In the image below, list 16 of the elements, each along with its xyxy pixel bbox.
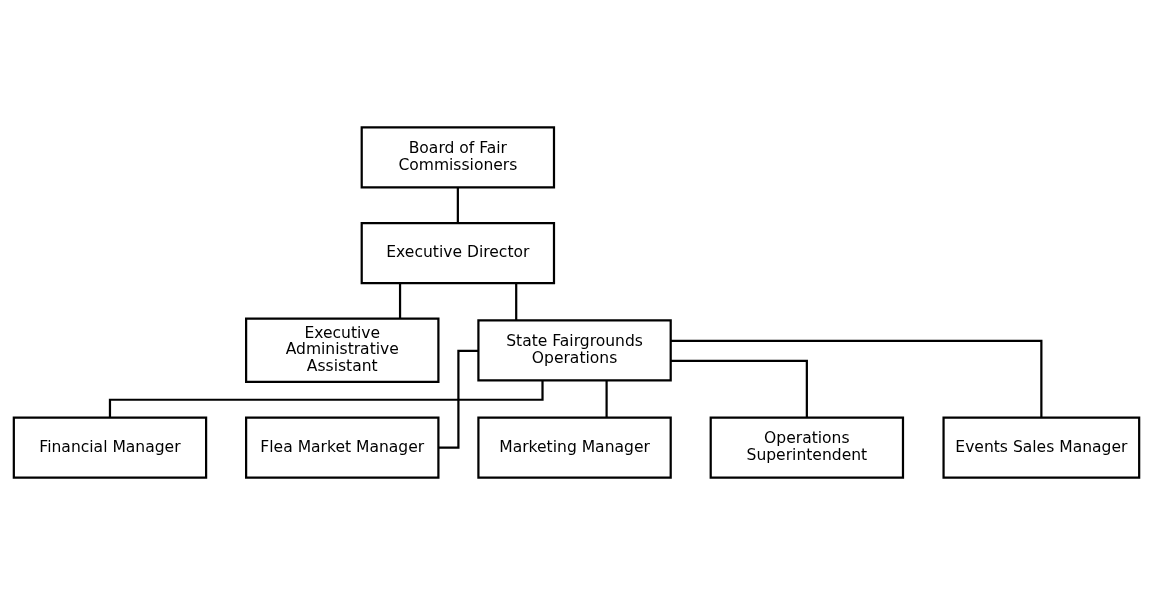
- connector: [398, 283, 402, 319]
- node-box: Executive Administrative Assistant: [245, 317, 440, 384]
- connector: [438, 349, 479, 449]
- node-box: Financial Manager: [12, 416, 208, 479]
- connector: [670, 339, 1043, 418]
- connector: [670, 359, 808, 418]
- node-box: Board of Fair Commissioners: [360, 126, 556, 189]
- node-box: Executive Director: [360, 221, 556, 285]
- node-box: Marketing Manager: [477, 416, 672, 479]
- connector: [456, 187, 459, 223]
- node-box: State Fairgrounds Operations: [477, 319, 672, 382]
- connector: [605, 380, 608, 418]
- node-box: Operations Superintendent: [709, 416, 905, 479]
- node-box: Flea Market Manager: [245, 416, 440, 479]
- node-box: Events Sales Manager: [942, 416, 1141, 479]
- connector: [515, 283, 518, 321]
